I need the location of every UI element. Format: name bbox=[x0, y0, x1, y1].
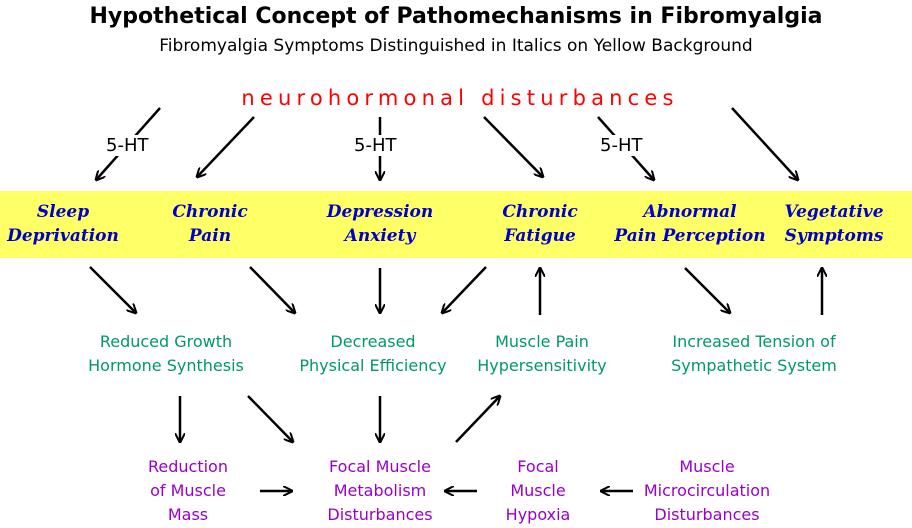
node-focal-muscle-hypoxia: Focal Muscle Hypoxia bbox=[486, 455, 590, 527]
arrow-sleep-to-growth bbox=[89, 266, 136, 313]
symptom-line: Symptoms bbox=[784, 226, 884, 246]
mechanism-line: Decreased bbox=[330, 332, 416, 351]
arrow-metabolism-to-hypersensitivity bbox=[455, 396, 500, 443]
symptom-line: Chronic bbox=[172, 202, 248, 222]
outcome-line: Disturbances bbox=[327, 505, 433, 524]
outcome-line: Focal Muscle bbox=[329, 457, 431, 476]
symptom-vegetative-symptoms: Vegetative Symptoms bbox=[772, 200, 896, 248]
outcome-line: Metabolism bbox=[333, 481, 427, 500]
symptom-line: Anxiety bbox=[344, 226, 416, 246]
symptom-line: Pain Perception bbox=[614, 226, 766, 246]
node-focal-muscle-metabolism: Focal Muscle Metabolism Disturbances bbox=[310, 455, 450, 527]
symptom-depression-anxiety: Depression Anxiety bbox=[305, 200, 455, 248]
arrow-neuro-to-pain bbox=[197, 116, 255, 177]
symptom-abnormal-pain-perception: Abnormal Pain Perception bbox=[605, 200, 775, 248]
mechanism-line: Hypersensitivity bbox=[477, 356, 607, 375]
symptom-line: Pain bbox=[188, 226, 232, 246]
symptom-line: Depression bbox=[326, 202, 434, 222]
ht-label-right: 5-HT bbox=[598, 135, 645, 156]
outcome-line: Disturbances bbox=[654, 505, 760, 524]
outcome-line: Microcirculation bbox=[643, 481, 771, 500]
ht-label-center: 5-HT bbox=[352, 135, 399, 156]
arrow-growth-to-metabolism bbox=[247, 395, 293, 442]
outcome-line: Muscle bbox=[510, 481, 566, 500]
mechanism-line: Sympathetic System bbox=[671, 356, 837, 375]
arrow-fatigue-to-efficiency bbox=[442, 266, 487, 313]
symptom-chronic-fatigue: Chronic Fatigue bbox=[480, 200, 600, 248]
symptom-line: Fatigue bbox=[504, 226, 576, 246]
arrow-neuro-to-vegetative bbox=[731, 107, 798, 180]
arrow-abnormal-to-tension bbox=[684, 267, 730, 313]
symptom-line: Sleep bbox=[36, 202, 90, 222]
symptom-line: Deprivation bbox=[7, 226, 119, 246]
ht-label-left: 5-HT bbox=[104, 135, 151, 156]
outcome-line: Reduction bbox=[148, 457, 228, 476]
arrow-neuro-to-fatigue bbox=[483, 116, 543, 177]
node-increased-sympathetic-tension: Increased Tension of Sympathetic System bbox=[655, 330, 853, 378]
arrow-pain-to-efficiency bbox=[249, 266, 295, 313]
node-reduced-growth-hormone: Reduced Growth Hormone Synthesis bbox=[76, 330, 256, 378]
node-muscle-microcirculation: Muscle Microcirculation Disturbances bbox=[630, 455, 784, 527]
symptom-line: Vegetative bbox=[784, 202, 884, 222]
outcome-line: Hypoxia bbox=[505, 505, 571, 524]
symptom-line: Chronic bbox=[502, 202, 578, 222]
symptom-band bbox=[0, 191, 912, 258]
outcome-line: Focal bbox=[517, 457, 559, 476]
node-reduction-muscle-mass: Reduction of Muscle Mass bbox=[128, 455, 248, 527]
mechanism-line: Muscle Pain bbox=[495, 332, 589, 351]
diagram-subtitle: Fibromyalgia Symptoms Distinguished in I… bbox=[159, 36, 753, 56]
symptom-chronic-pain: Chronic Pain bbox=[150, 200, 270, 248]
node-muscle-pain-hypersensitivity: Muscle Pain Hypersensitivity bbox=[464, 330, 620, 378]
node-neurohormonal: neurohormonal disturbances bbox=[241, 86, 679, 110]
mechanism-line: Reduced Growth bbox=[99, 332, 233, 351]
mechanism-line: Physical Efficiency bbox=[299, 356, 447, 375]
outcome-line: of Muscle bbox=[150, 481, 226, 500]
mechanism-line: Increased Tension of bbox=[672, 332, 836, 351]
mechanism-line: Hormone Synthesis bbox=[88, 356, 244, 375]
symptom-line: Abnormal bbox=[643, 202, 737, 222]
symptom-sleep-deprivation: Sleep Deprivation bbox=[0, 200, 126, 248]
outcome-line: Muscle bbox=[679, 457, 735, 476]
outcome-line: Mass bbox=[167, 505, 209, 524]
diagram-title: Hypothetical Concept of Pathomechanisms … bbox=[89, 4, 823, 29]
node-decreased-physical-efficiency: Decreased Physical Efficiency bbox=[283, 330, 463, 378]
